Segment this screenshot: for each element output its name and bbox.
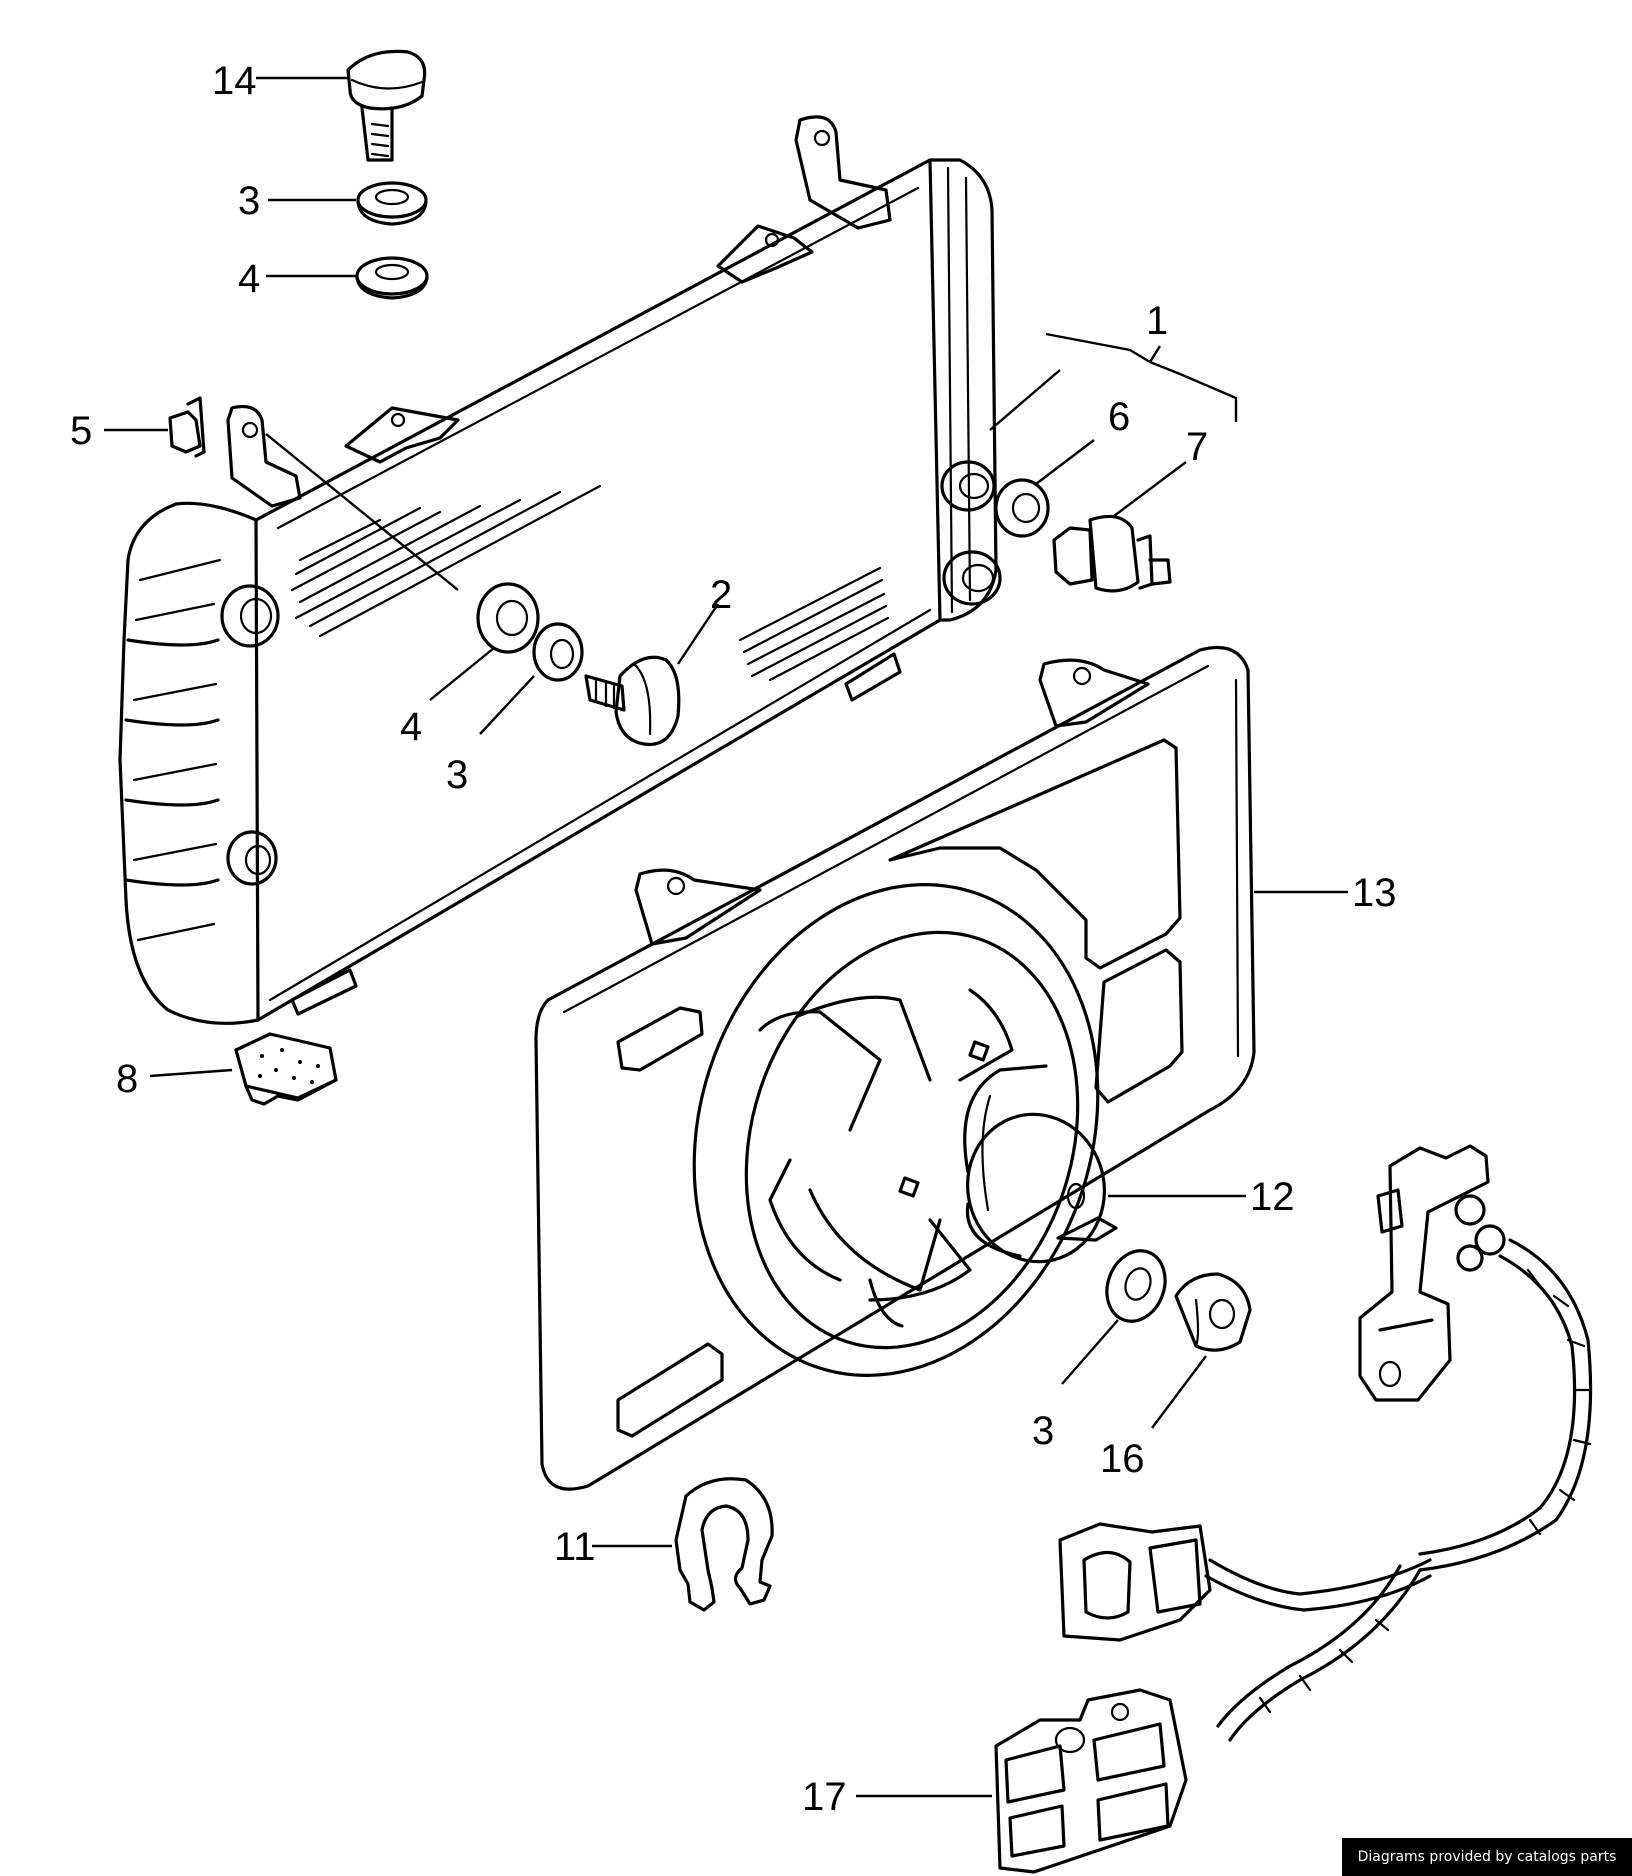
part-7-temperature-switch [1052,461,1187,593]
callout-7: 7 [1186,425,1208,469]
callout-6: 6 [1108,395,1130,439]
callout-3-fan: 3 [1032,1409,1054,1453]
part-6-washer [994,439,1095,538]
callout-4-top: 4 [238,257,260,301]
part-5-clip [104,396,206,458]
callout-3-mid: 3 [446,753,468,797]
callout-8: 8 [116,1057,138,1101]
callout-1: 1 [1146,299,1168,343]
part-4-washer-top [355,256,429,300]
callout-3-top: 3 [238,179,260,223]
part-13-fan-shroud [534,645,1348,1491]
callout-17: 17 [802,1775,847,1819]
callout-numbers: 14 3 4 5 1 6 7 2 4 3 8 13 12 3 16 11 17 [70,59,1397,1819]
part-16-nut [1151,1272,1252,1429]
part-2-drain-plug [584,603,719,747]
leader-lines [256,76,356,278]
callout-11: 11 [554,1525,596,1569]
part-8-rubber-pad [149,1032,338,1106]
part-3-washer-fan [1061,1249,1167,1385]
callout-4-mid: 4 [400,705,422,749]
callout-16: 16 [1100,1437,1145,1481]
callout-2: 2 [710,573,732,617]
callout-5: 5 [70,409,92,453]
part-1-radiator [118,115,1002,1025]
credit-badge: Diagrams provided by catalogs parts [1342,1838,1632,1876]
credit-text: Diagrams provided by catalogs parts [1357,1849,1617,1865]
callout-13: 13 [1352,871,1397,915]
part-14-bolt [346,49,427,162]
part-11-clamp [592,1477,774,1612]
part-4-washer-mid [265,433,540,701]
callout-14: 14 [212,59,257,103]
part-1-bracket [989,332,1238,431]
part-17-wiring-harness [856,1144,1593,1874]
part-3-lock-washer-top [356,181,428,226]
part-3-lock-washer-mid [479,622,584,735]
callout-12: 12 [1250,1175,1295,1219]
